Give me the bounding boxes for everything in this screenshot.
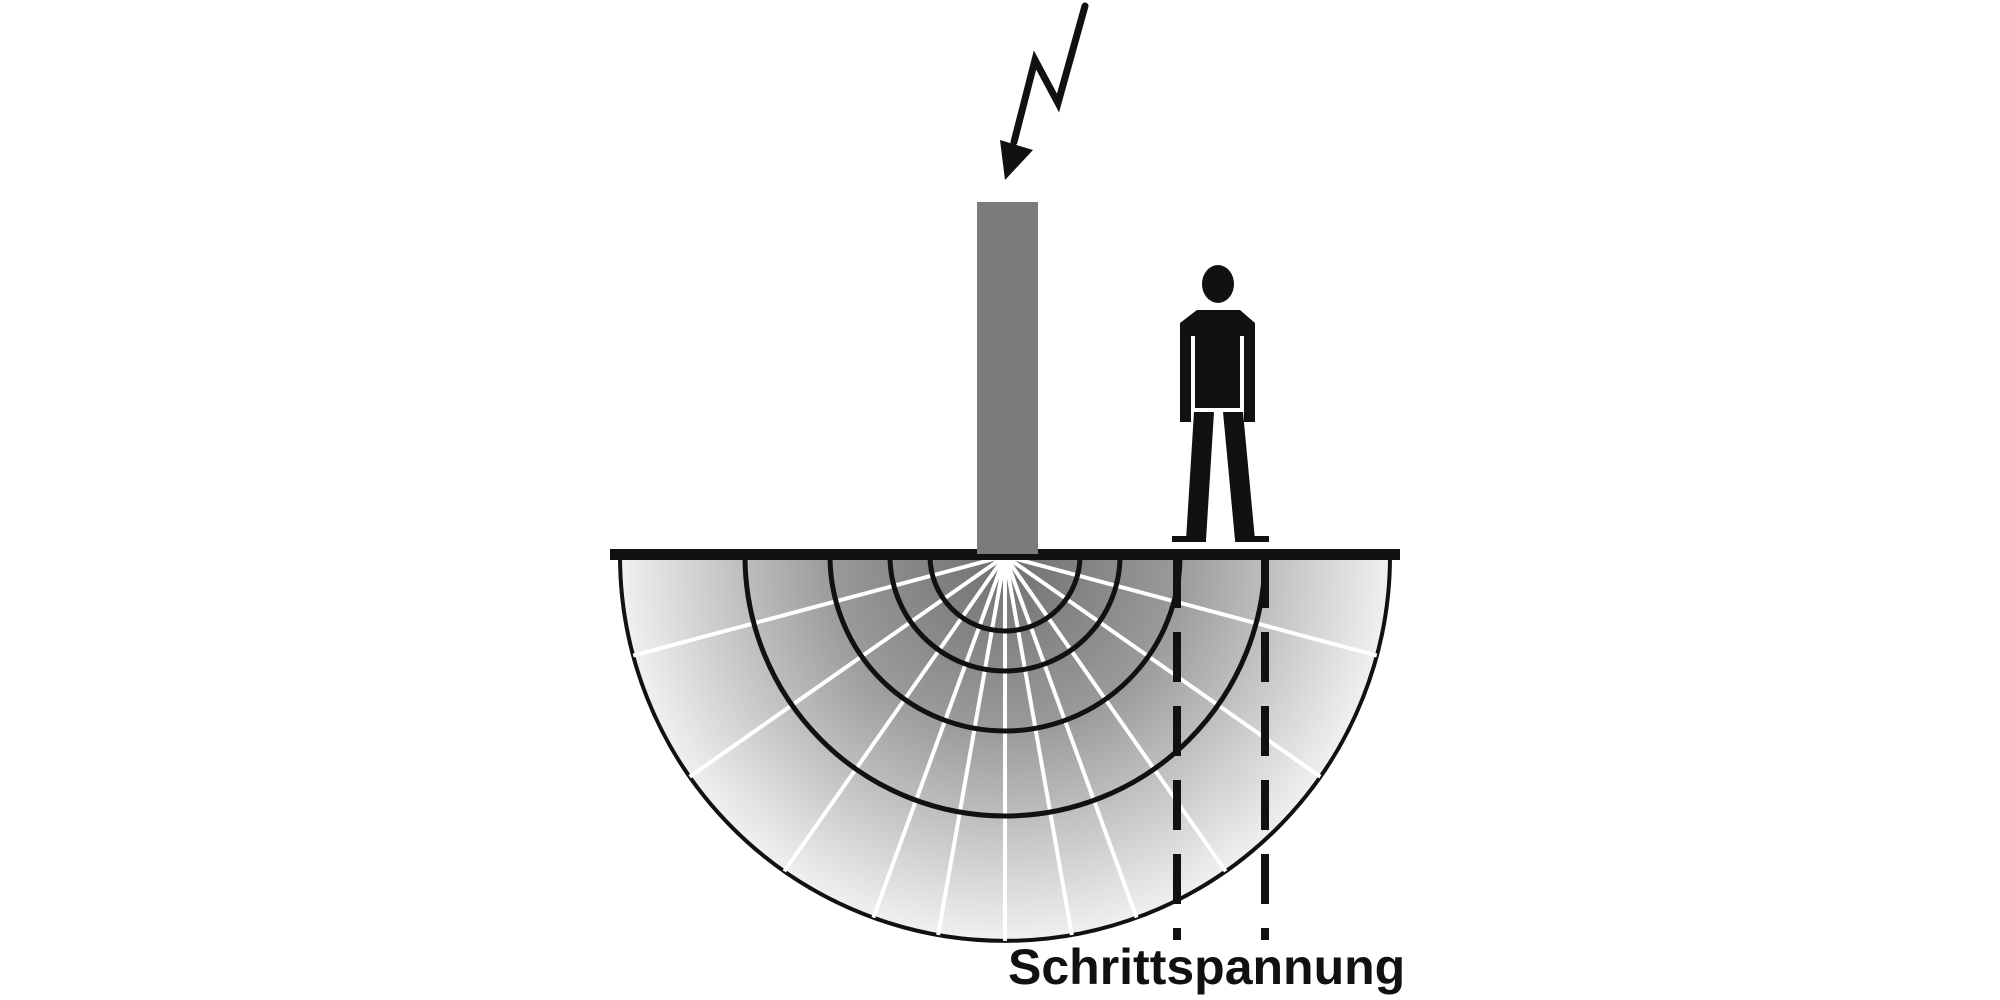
equipotential-arc xyxy=(927,555,1083,634)
field-line xyxy=(632,556,1006,658)
field-line xyxy=(936,556,1007,936)
step-voltage-label: Schrittspannung xyxy=(1008,939,1406,995)
standing-person-icon xyxy=(1172,265,1269,542)
equipotential-lines xyxy=(742,555,1268,819)
field-line xyxy=(871,556,1007,919)
field-line xyxy=(688,556,1007,779)
equipotential-arc xyxy=(827,555,1183,734)
field-line xyxy=(1003,556,1074,936)
lightning-rod-mast xyxy=(977,202,1038,554)
field-line xyxy=(782,556,1007,873)
step-voltage-markers xyxy=(1173,558,1269,940)
field-line xyxy=(1003,556,1139,919)
equipotential-arc xyxy=(887,555,1123,674)
ground-surface-line xyxy=(610,549,1400,560)
lightning-bolt-icon xyxy=(1000,2,1089,180)
equipotential-arc xyxy=(742,555,1268,819)
field-line xyxy=(1003,556,1228,873)
field-line xyxy=(1004,556,1378,658)
